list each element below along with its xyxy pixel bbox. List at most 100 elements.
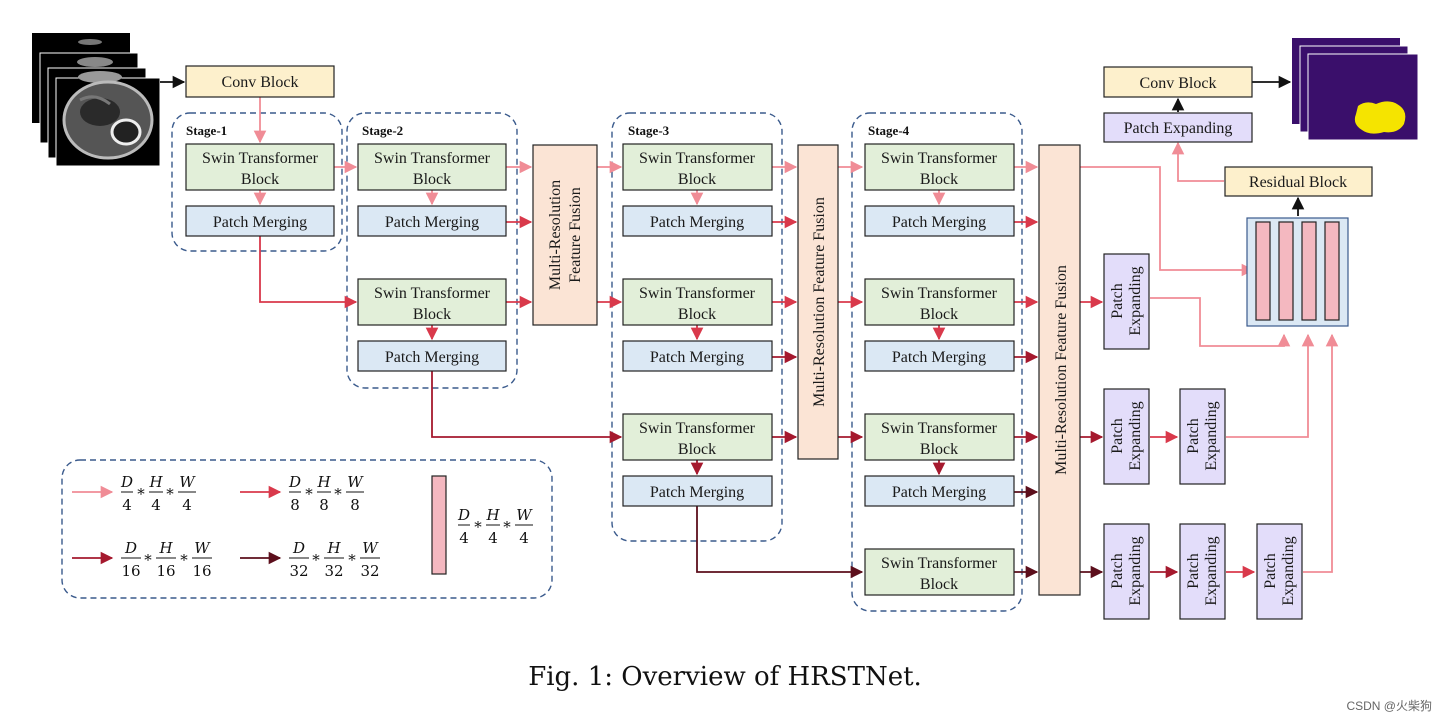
swin-stage3-row1: Swin Transformer Block	[622, 143, 773, 191]
conv-block-input-label: Conv Block	[222, 74, 299, 91]
conv-block-output-label: Conv Block	[1140, 75, 1217, 92]
legend2-op1: *	[305, 485, 313, 503]
legend1-op1: *	[137, 485, 145, 503]
swin-stage3-row3: Swin Transformer Block	[622, 413, 773, 461]
legend1-den1: 4	[122, 496, 132, 514]
legend-item-d32: D 32 * H 32 * W 32	[240, 539, 380, 580]
merge-stage2-row2: Patch Merging	[357, 340, 507, 372]
stage4-boundary	[851, 112, 1023, 612]
legend5-num2: H	[485, 506, 500, 524]
legend3-num1: D	[124, 539, 137, 557]
mrff-stage4: Multi-Resolution Feature Fusion	[1038, 144, 1081, 596]
figure-caption: Fig. 1: Overview of HRSTNet.	[528, 662, 922, 692]
legend-item-d4: D 4 * H 4 * W 4	[72, 473, 196, 514]
legend-boundary	[61, 459, 553, 599]
legend2-den1: 8	[290, 496, 300, 514]
merge-stage3-row2-label: Patch Merging	[650, 349, 744, 366]
swin-stage3-row2: Swin Transformer Block	[622, 278, 773, 326]
mrff-stage3: Multi-Resolution Feature Fusion	[797, 144, 839, 460]
stage4-label: Stage-4	[868, 123, 910, 138]
legend5-num1: D	[457, 506, 470, 524]
feature-map-2	[1278, 221, 1294, 321]
expand-row3-3-label-line2: Expanding	[1280, 536, 1297, 605]
expand-row3-1-label-line1: Patch	[1109, 553, 1126, 589]
legend5-op1: *	[474, 518, 482, 536]
legend-item-d8: D 8 * H 8 * W 8	[240, 473, 364, 514]
swin-stage2-row1: Swin Transformer Block	[357, 143, 507, 191]
conv-block-input: Conv Block	[185, 65, 335, 98]
legend2-num3: W	[347, 473, 364, 491]
swin-stage2-row2: Swin Transformer Block	[357, 278, 507, 326]
stage1-boundary	[171, 112, 343, 252]
mrff-stage4-label: Multi-Resolution Feature Fusion	[1053, 265, 1070, 475]
merge-stage1-label: Patch Merging	[213, 214, 307, 231]
legend5-op2: *	[503, 518, 511, 536]
stage2-boundary	[346, 112, 518, 389]
legend4-op1: *	[312, 551, 320, 569]
swin-stage3-row2-label-line2: Block	[678, 306, 716, 323]
swin-stage4-row2-label-line2: Block	[920, 306, 958, 323]
stage3-label: Stage-3	[628, 123, 670, 138]
swin-stage4-row2-label-line1: Swin Transformer	[881, 285, 998, 302]
expand-row1-1-label-line1: Patch	[1109, 283, 1126, 319]
swin-stage4-row4-label-line2: Block	[920, 576, 958, 593]
swin-stage2-row1-label-line2: Block	[413, 171, 451, 188]
expand-row2-2-label-line2: Expanding	[1203, 401, 1220, 470]
merge-stage3-row1: Patch Merging	[622, 205, 773, 237]
legend3-den3: 16	[192, 562, 211, 580]
swin-stage2-row2-label-line2: Block	[413, 306, 451, 323]
expand-row2-2: Patch Expanding	[1179, 388, 1226, 485]
feature-map-1	[1255, 221, 1271, 321]
mrff-stage2-label-line2: Feature Fusion	[567, 187, 584, 283]
legend-item-d16: D 16 * H 16 * W 16	[72, 539, 212, 580]
expand-row3-1: Patch Expanding	[1103, 523, 1150, 620]
mrff-stage2-label-line1: Multi-Resolution	[547, 180, 564, 290]
swin-stage3-row1-label-line2: Block	[678, 171, 716, 188]
residual-feature-group	[1246, 217, 1349, 327]
merge-stage4-row1: Patch Merging	[864, 205, 1015, 237]
legend4-den2: 32	[324, 562, 343, 580]
expand-row2-1: Patch Expanding	[1103, 388, 1150, 485]
legend2-num2: H	[316, 473, 331, 491]
merge-stage4-row3-label: Patch Merging	[892, 484, 986, 501]
residual-block: Residual Block	[1224, 166, 1373, 197]
legend3-op2: *	[180, 551, 188, 569]
mrff-stage2: Multi-Resolution Feature Fusion	[532, 144, 598, 326]
legend2-den2: 8	[319, 496, 329, 514]
merge-stage4-row2-label: Patch Merging	[892, 349, 986, 366]
legend4-num2: H	[326, 539, 341, 557]
legend4-op2: *	[348, 551, 356, 569]
swin-stage4-row3-label-line2: Block	[920, 441, 958, 458]
patch-expanding-top: Patch Expanding	[1103, 112, 1253, 143]
swin-stage4-row4-label-line1: Swin Transformer	[881, 555, 998, 572]
expand-row3-3-label-line1: Patch	[1262, 553, 1279, 589]
stage1-label: Stage-1	[186, 123, 227, 138]
conv-block-output: Conv Block	[1103, 66, 1253, 98]
legend5-den1: 4	[459, 529, 469, 547]
expand-row3-1-label-line2: Expanding	[1127, 536, 1144, 605]
legend1-num3: W	[179, 473, 196, 491]
merge-stage4-row1-label: Patch Merging	[892, 214, 986, 231]
swin-stage2-row1-label-line1: Swin Transformer	[374, 150, 491, 167]
swin-stage3-row3-label-line2: Block	[678, 441, 716, 458]
merge-stage2-row1-label: Patch Merging	[385, 214, 479, 231]
legend3-op1: *	[144, 551, 152, 569]
legend1-num1: D	[120, 473, 133, 491]
legend3-den1: 16	[121, 562, 140, 580]
feature-map-4	[1324, 221, 1340, 321]
swin-stage1-label-line2: Block	[241, 171, 279, 188]
swin-stage1: Swin Transformer Block	[185, 143, 335, 191]
legend3-num2: H	[158, 539, 173, 557]
swin-stage3-row1-label-line1: Swin Transformer	[639, 150, 756, 167]
merge-stage2-row2-label: Patch Merging	[385, 349, 479, 366]
legend5-den2: 4	[488, 529, 498, 547]
expand-row3-3: Patch Expanding	[1256, 523, 1303, 620]
legend3-den2: 16	[156, 562, 175, 580]
legend4-num1: D	[292, 539, 305, 557]
expand-row1-1-label-line2: Expanding	[1127, 266, 1144, 335]
swin-stage4-row1-label-line1: Swin Transformer	[881, 150, 998, 167]
swin-stage4-row4: Swin Transformer Block	[864, 548, 1015, 596]
swin-stage3-row3-label-line1: Swin Transformer	[639, 420, 756, 437]
patch-expanding-top-label: Patch Expanding	[1124, 120, 1233, 137]
